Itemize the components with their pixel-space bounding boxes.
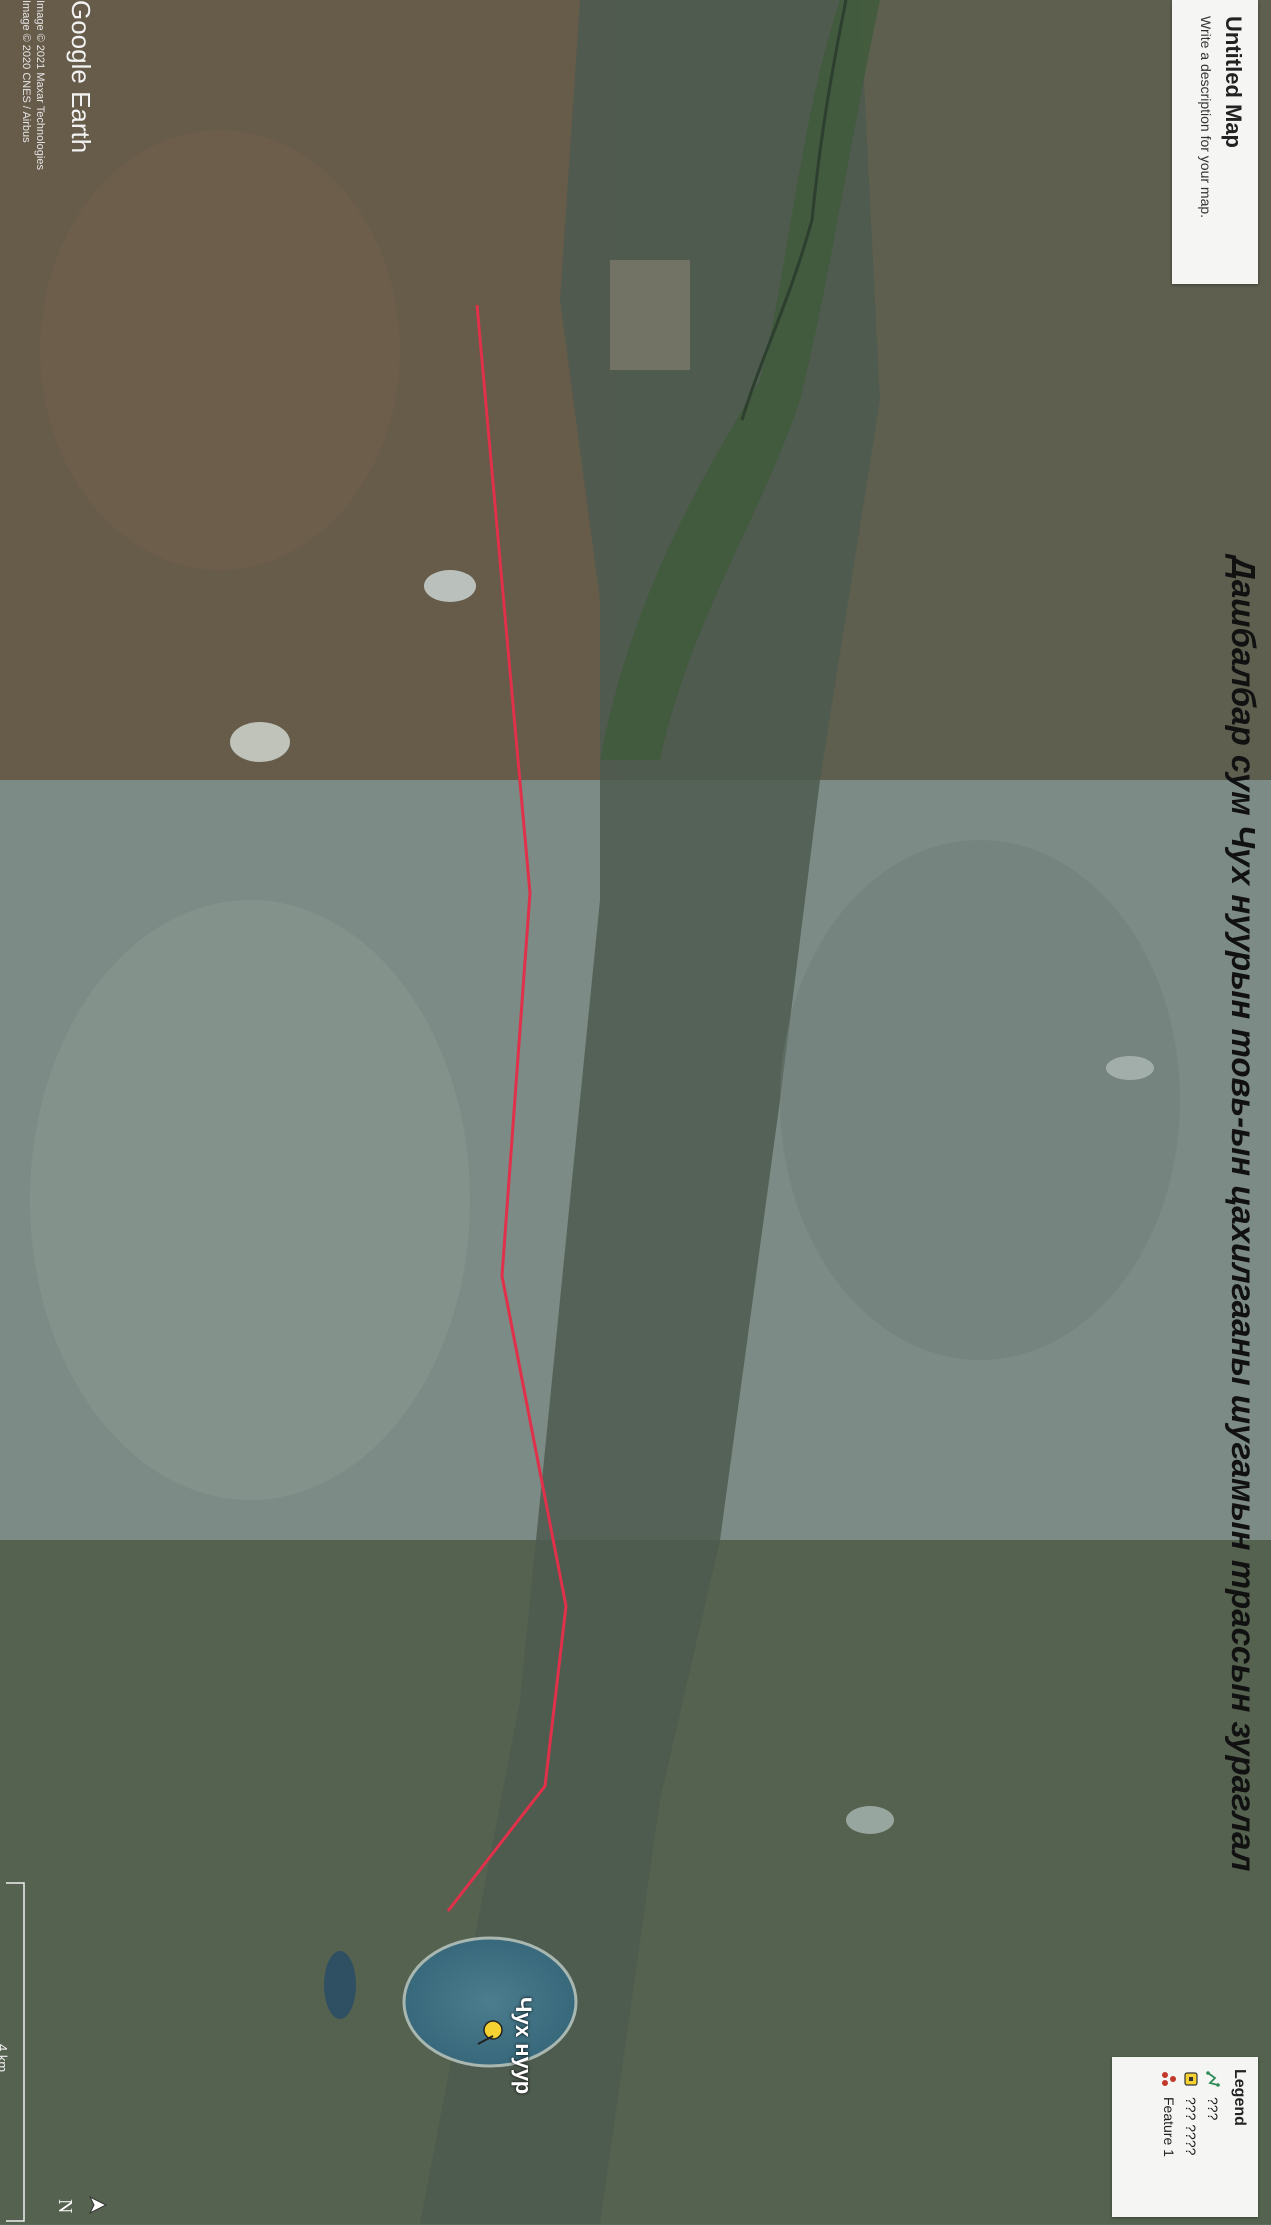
feature-dots-icon <box>1159 2069 1179 2089</box>
north-label: N <box>54 2199 76 2213</box>
google-earth-logo: Google Earth <box>66 0 96 154</box>
map-description[interactable]: Write a description for your map. <box>1198 16 1214 219</box>
place-marker-icon <box>477 2020 503 2045</box>
legend-title: Legend <box>1231 2069 1248 2126</box>
legend-item-label: Feature 1 <box>1161 2097 1177 2157</box>
imagery-credit: Image © 2021 Maxar Technologies <box>34 0 46 170</box>
legend-item[interactable]: ??? <box>1202 2069 1224 2205</box>
imagery-credit: Image © 2020 CNES / Airbus <box>20 0 32 143</box>
square-marker-icon <box>1181 2069 1201 2089</box>
legend-item-label: ??? ???? <box>1183 2097 1199 2156</box>
map-title[interactable]: Untitled Map <box>1221 16 1246 148</box>
north-arrow-icon[interactable]: N <box>46 2190 112 2220</box>
polyline-icon <box>1203 2069 1223 2089</box>
legend-item-label: ??? <box>1205 2097 1221 2121</box>
legend-item[interactable]: ??? ???? <box>1180 2069 1202 2205</box>
legend-panel: Legend ??? ??? ???? Feature 1 <box>1112 2057 1258 2217</box>
legend-item[interactable]: Feature 1 <box>1158 2069 1180 2205</box>
scale-bar <box>6 1882 25 2222</box>
map-title-panel[interactable]: Untitled Map Write a description for you… <box>1172 0 1258 284</box>
map-heading: Дашбалбар сум Чух нуурын товь-ын цахилга… <box>1225 556 1262 1872</box>
power-line-route <box>446 304 568 1912</box>
scale-label: 4 km <box>0 2044 10 2073</box>
place-label[interactable]: Чух нуур <box>511 1997 536 2095</box>
